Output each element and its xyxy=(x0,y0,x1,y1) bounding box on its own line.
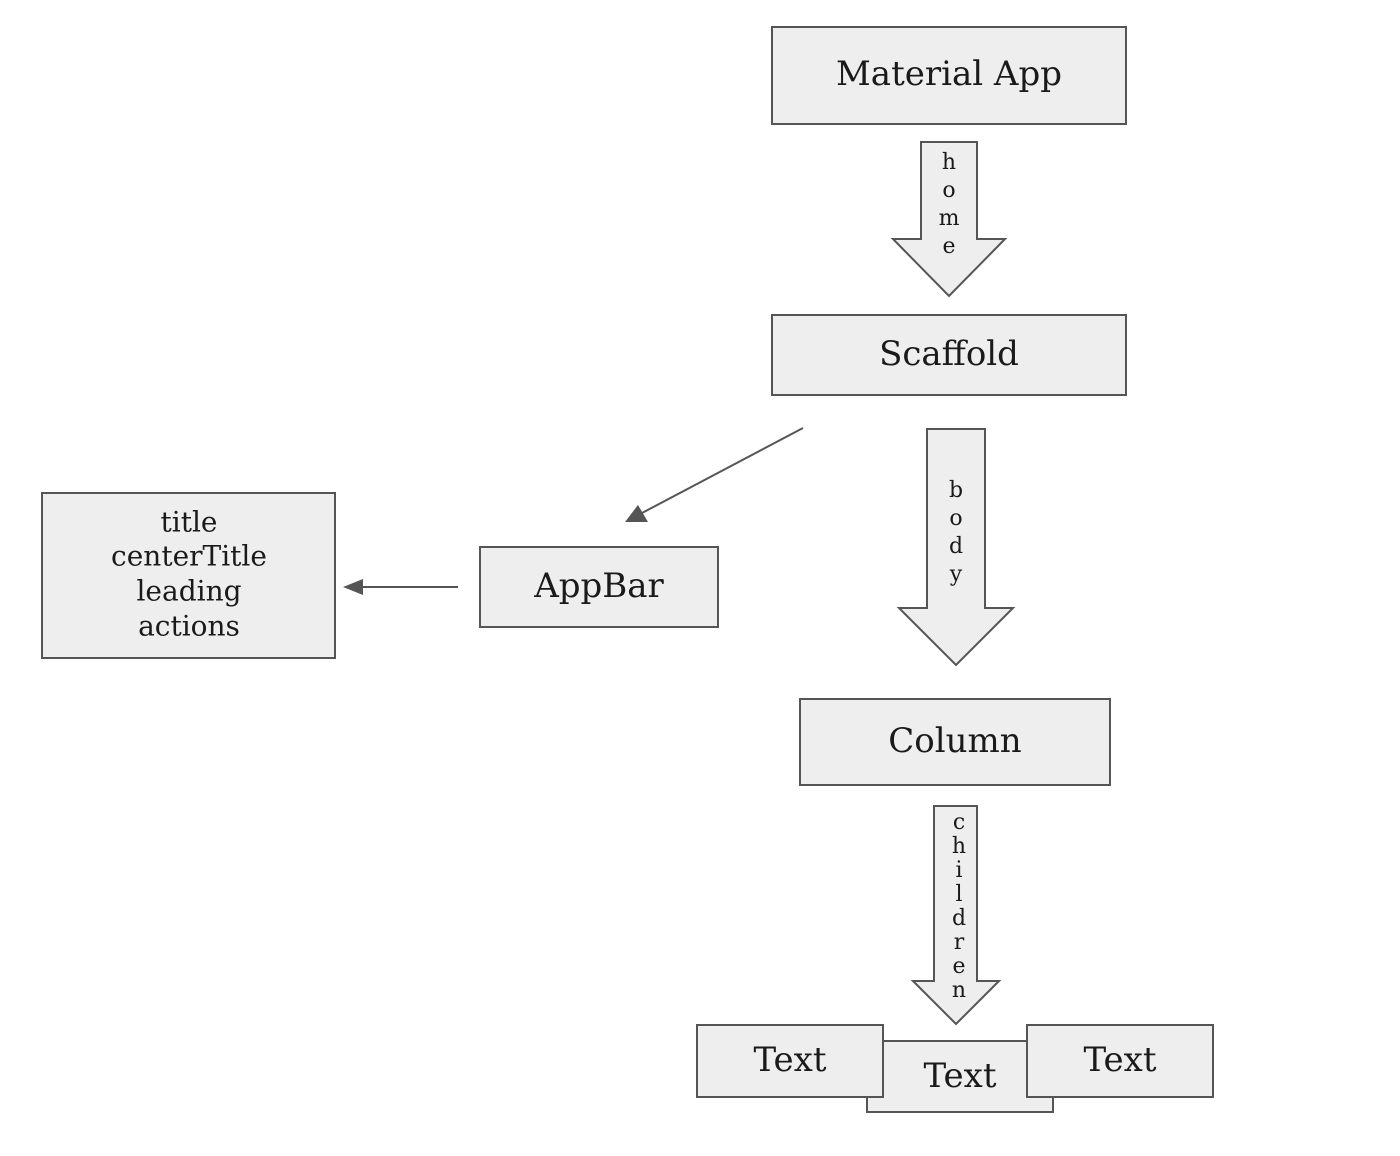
material-app-label: Material App xyxy=(836,54,1062,94)
edge-label-letter: m xyxy=(939,206,960,231)
edge-label-letter: o xyxy=(949,506,962,531)
edge-label-letter: c xyxy=(953,810,965,835)
edge-label-letter: o xyxy=(942,178,955,203)
edge-label-letter: h xyxy=(942,150,956,175)
edge-label-letter: e xyxy=(942,234,955,259)
text-right-label: Text xyxy=(1084,1040,1157,1080)
scaffold-label: Scaffold xyxy=(879,334,1019,374)
edge-label-letter: d xyxy=(949,534,963,559)
appbar-prop-actions: actions xyxy=(138,610,240,643)
scaffold-to-appbar-arrow xyxy=(625,427,804,522)
appbar-label: AppBar xyxy=(533,566,664,606)
material-app-node: Material App xyxy=(771,26,1127,125)
edge-label-letter: r xyxy=(954,930,965,955)
appbar-prop-centertitle: centerTitle xyxy=(111,540,267,573)
scaffold-node: Scaffold xyxy=(771,314,1127,396)
edge-label-letter: e xyxy=(952,954,965,979)
appbar-to-properties-arrow xyxy=(343,579,458,595)
edge-label-letter: l xyxy=(955,882,962,907)
edge-label-letter: n xyxy=(952,978,966,1003)
text-node-right: Text xyxy=(1026,1024,1214,1098)
appbar-prop-leading: leading xyxy=(136,575,241,608)
edge-label-letter: b xyxy=(949,478,963,503)
text-node-left: Text xyxy=(696,1024,884,1098)
column-label: Column xyxy=(888,721,1021,761)
text-middle-label: Text xyxy=(924,1056,997,1096)
text-node-middle: Text xyxy=(866,1040,1054,1113)
edge-label-letter: y xyxy=(949,562,963,587)
edge-label-letter: i xyxy=(955,858,962,883)
edge-label-letter: h xyxy=(952,834,966,859)
text-left-label: Text xyxy=(754,1040,827,1080)
edge-label-letter: d xyxy=(952,906,966,931)
appbar-node: AppBar xyxy=(479,546,719,628)
appbar-properties-node: title centerTitle leading actions xyxy=(41,492,336,659)
column-node: Column xyxy=(799,698,1111,786)
appbar-prop-title: title xyxy=(161,506,218,539)
